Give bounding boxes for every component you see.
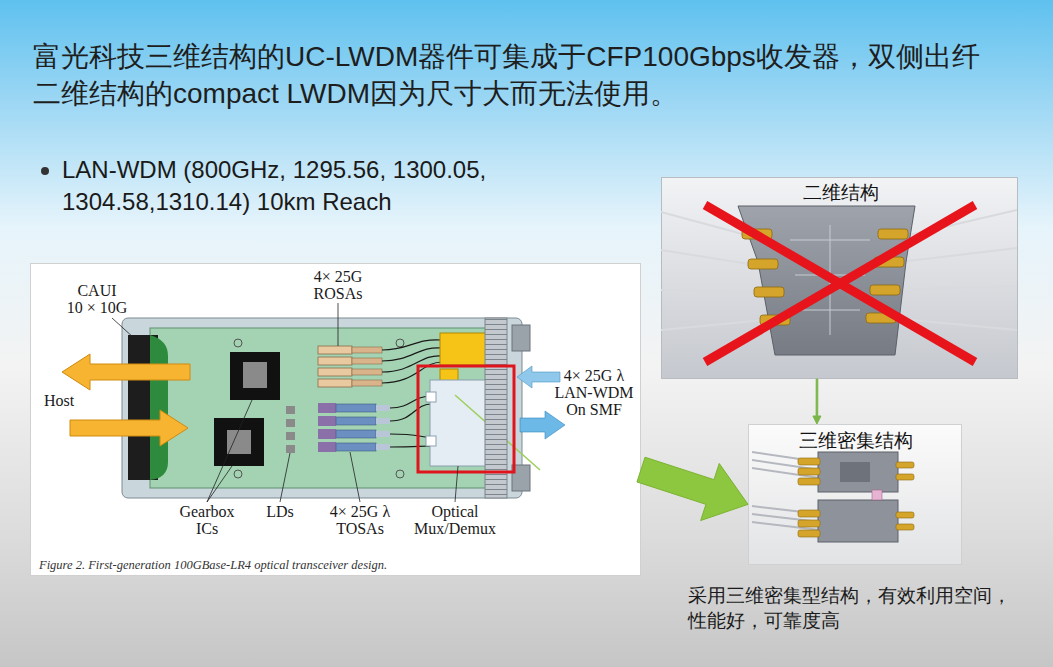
image-panel: 二维结构 (661, 177, 1018, 379)
latch-block (512, 465, 530, 491)
front-connector (485, 318, 507, 498)
module-housing (122, 318, 522, 498)
fiber-leads (752, 452, 820, 530)
flex-cable (150, 335, 168, 480)
highlight-frame (418, 366, 514, 472)
device-block (818, 452, 898, 492)
screw-hole (234, 470, 242, 478)
tosa-array (318, 403, 390, 452)
device-cavity (840, 462, 870, 482)
laser-driver (286, 432, 295, 440)
ic-die (243, 362, 267, 388)
filter-element (872, 490, 882, 500)
screw-hole (396, 339, 404, 347)
mux-block (430, 380, 500, 466)
rosa-array (318, 346, 382, 387)
mux-port (426, 392, 436, 402)
host-arrow (62, 354, 190, 390)
leader-lines (112, 303, 458, 502)
slide-title: 富光科技三维结构的UC-LWDM器件可集成于CFP100Gbps收发器，双侧出纤… (33, 38, 1045, 112)
fiber-routing (382, 340, 442, 447)
demux-block (440, 369, 458, 381)
3d-device-render (752, 452, 914, 542)
latch-block (512, 325, 530, 351)
bullet-text: LAN-WDM (800GHz, 1295.56, 1300.05, 1304.… (62, 154, 562, 218)
laser-driver (286, 406, 295, 414)
fiber-leads (661, 210, 1017, 330)
ic-die (227, 430, 251, 454)
tx-arrow (520, 411, 565, 439)
host-arrow (70, 410, 188, 446)
image-panel: 三维密集结构 (748, 424, 962, 565)
node-label: 二维结构 (662, 181, 1019, 205)
screw-hole (234, 339, 242, 347)
laser-driver (286, 419, 295, 427)
pcb-board (150, 328, 495, 488)
bullet-dot (41, 167, 49, 175)
note-text: 采用三维密集型结构，有效利用空间， 性能好，可靠度高 (688, 583, 1023, 633)
device-block (818, 500, 898, 542)
connector-arrow (637, 457, 748, 520)
gold-pins (798, 458, 914, 537)
screw-hole (396, 470, 404, 478)
node-label: Figure 2. First-generation 100GBase-LR4 … (39, 558, 639, 574)
mux-port (426, 436, 436, 446)
red-cross (705, 205, 975, 362)
connector-arrow (813, 379, 821, 424)
laser-driver (286, 445, 295, 453)
device-body (738, 206, 915, 355)
node-label: 三维密集结构 (749, 429, 963, 453)
gearbox-ic (230, 352, 280, 400)
demux-block (440, 333, 498, 365)
transceiver-illustration (62, 303, 565, 502)
2d-device-render (661, 205, 1017, 362)
gearbox-ic (214, 418, 264, 466)
optical-path (455, 395, 540, 470)
gold-pins (742, 229, 908, 325)
edge-connector (128, 335, 158, 480)
device-channels (790, 225, 870, 335)
rx-arrow (517, 366, 560, 388)
red-cross (705, 205, 975, 362)
figure-panel: Figure 2. First-generation 100GBase-LR4 … (30, 263, 641, 576)
